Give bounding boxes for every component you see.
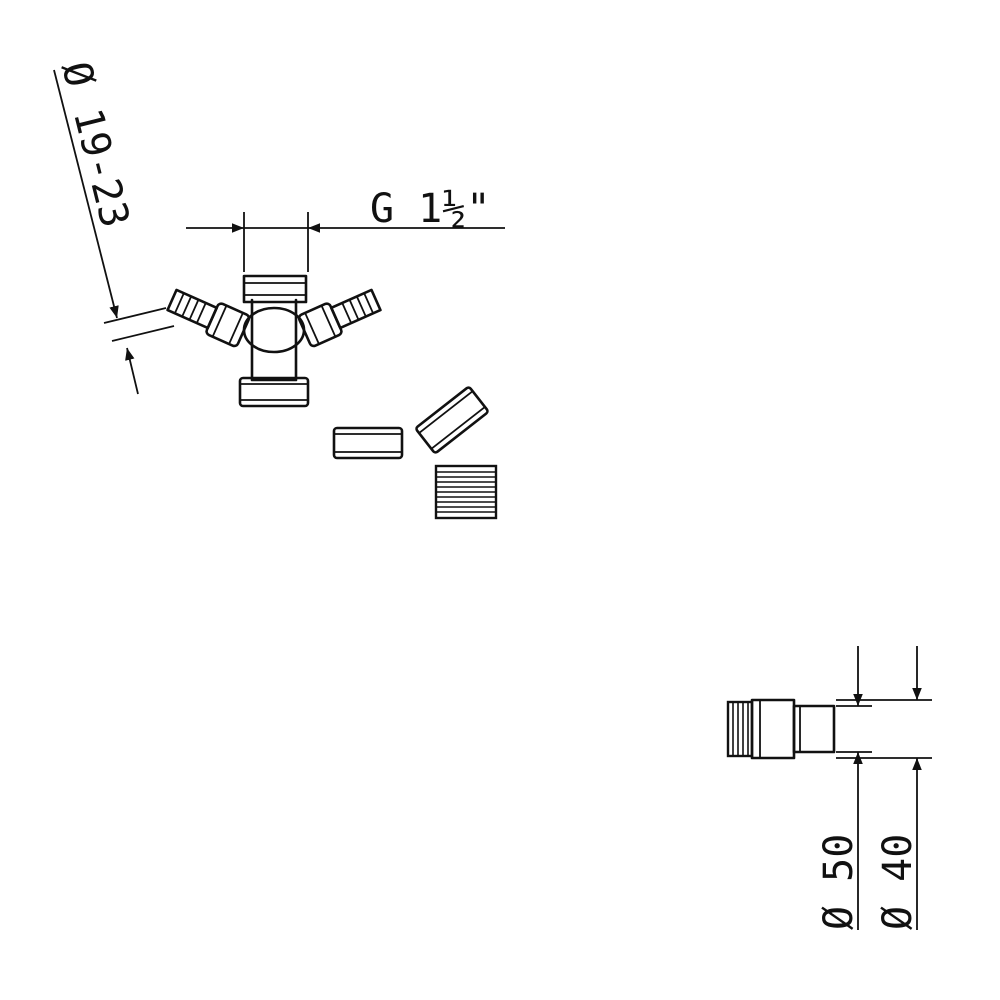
hose-corrugation-end	[726, 700, 754, 758]
trap-nut	[332, 426, 404, 460]
outlet-inner-diameter-label: Ø 40	[875, 834, 921, 930]
outlet-outer-diameter-label: Ø 50	[816, 834, 862, 930]
thread-size-label: G 1½"	[370, 186, 490, 232]
outlet-dimensions: Ø 50 Ø 40	[816, 646, 932, 930]
trap-pipe	[250, 335, 478, 524]
hose-corrugation-top	[434, 464, 498, 520]
right-hose-barb	[297, 288, 382, 348]
hose-barb-size-label: Ø 19-23	[52, 57, 137, 232]
thread-dimension: G 1½"	[186, 186, 505, 272]
elbow-nut	[415, 386, 489, 454]
hose-barb-dimension: Ø 19-23	[52, 57, 175, 395]
outlet-connector	[750, 698, 836, 760]
left-hose-barb	[166, 288, 251, 348]
flexible-hose	[434, 443, 769, 758]
